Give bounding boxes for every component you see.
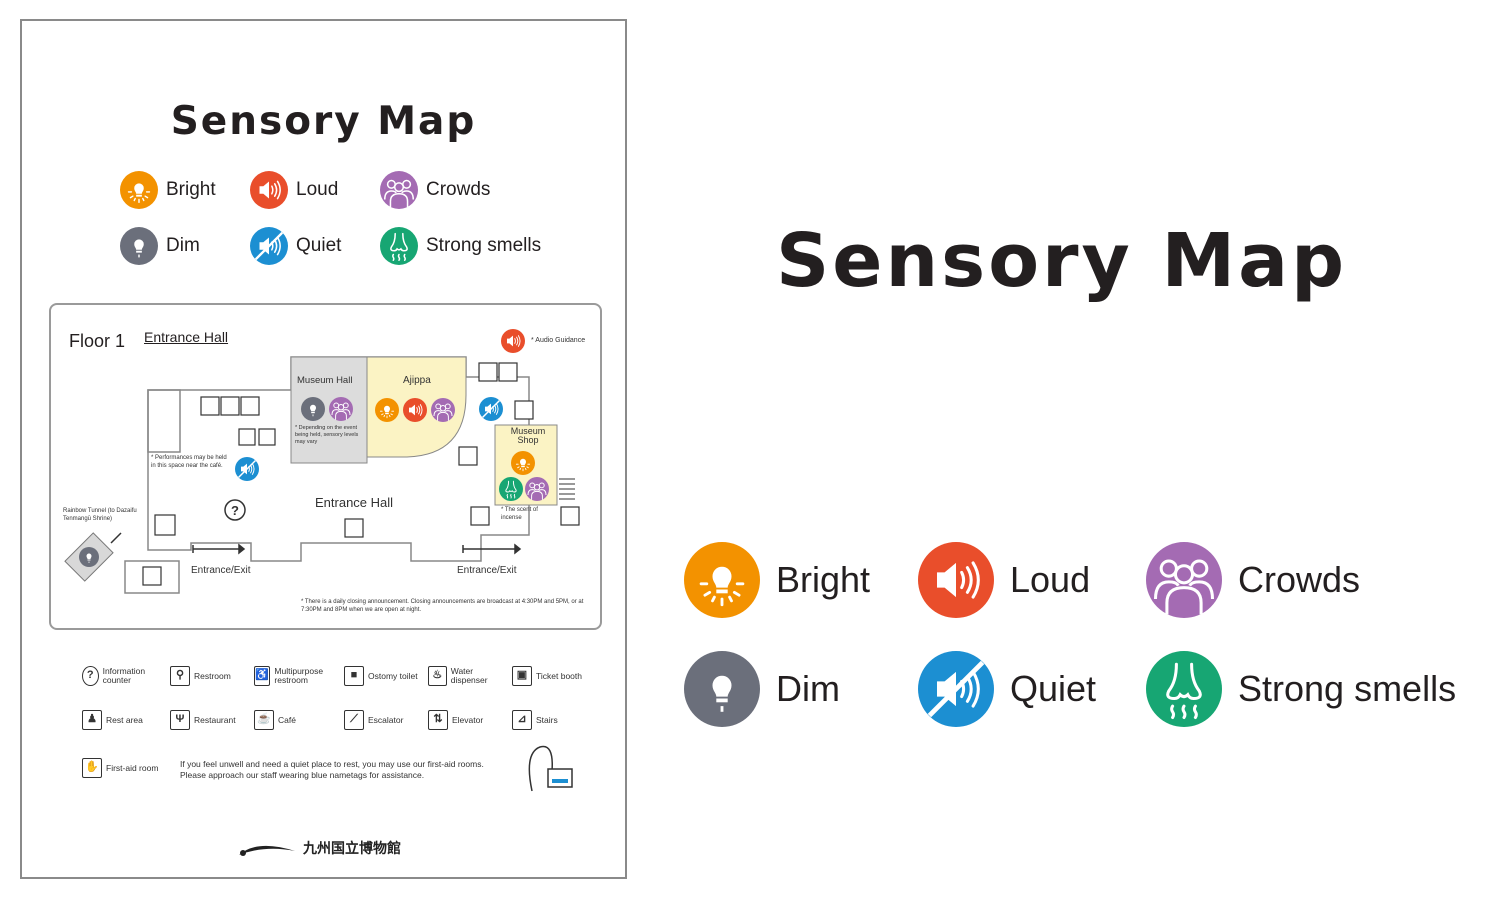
key-firstaid: ✋First-aid room — [82, 758, 172, 778]
museum-hall-label: Museum Hall — [297, 375, 353, 386]
main-title: Sensory Map — [776, 218, 1348, 304]
big-legend-bright: Bright — [684, 542, 870, 618]
key-restroom: ⚲Restroom — [170, 666, 250, 686]
key-stairs: ⊿Stairs — [512, 710, 592, 730]
ticket-booth-icon: ▣ — [512, 666, 532, 686]
rainbow-tunnel-label: Rainbow Tunnel (to Dazaifu Tenmangū Shri… — [63, 508, 137, 522]
key-multipurpose: ♿Multipurpose restroom — [254, 666, 324, 686]
incense-note: * The scent of incense — [501, 507, 538, 521]
svg-text:?: ? — [231, 503, 239, 518]
crowd-icon — [380, 171, 418, 209]
performances-note: * Performances may be held in this space… — [151, 455, 227, 469]
speaker-loud-icon — [918, 542, 994, 618]
legend-strong-smells: Strong smells — [380, 227, 541, 265]
legend-loud: Loud — [250, 171, 338, 209]
key-ostomy: ■Ostomy toilet — [344, 666, 424, 686]
key-rest: ♟Rest area — [82, 710, 162, 730]
closing-note: * There is a daily closing announcement.… — [301, 599, 584, 613]
ostomy-icon: ■ — [344, 666, 364, 686]
fork-knife-icon: Ψ — [170, 710, 190, 730]
legend-bright: Bright — [120, 171, 216, 209]
ajippa-bright-icon — [375, 398, 399, 422]
ajippa-loud-icon — [403, 398, 427, 422]
floor-subtitle: Entrance Hall — [144, 329, 229, 345]
museum-shop-label: Museum Shop — [510, 426, 546, 446]
speaker-loud-icon — [250, 171, 288, 209]
museum-hall-dim-icon — [301, 397, 325, 421]
key-water: ♨Water dispenser — [428, 666, 508, 686]
first-aid-hand-icon: ✋ — [82, 758, 102, 778]
museum-hall-note: * Depending on the event being held, sen… — [295, 425, 359, 445]
big-legend-strong-smells: Strong smells — [1146, 651, 1456, 727]
coffee-cup-icon: ☕ — [254, 710, 274, 730]
tunnel-dim-icon — [79, 547, 99, 567]
escalator-icon: ⟋ — [344, 710, 364, 730]
sensory-map-poster: Sensory Map Bright Loud Crowds Dim Quiet… — [20, 19, 627, 879]
big-legend-quiet: Quiet — [918, 651, 1096, 727]
crowd-icon — [1146, 542, 1222, 618]
shop-crowd-icon — [525, 477, 549, 501]
corridor-quiet-icon — [479, 397, 503, 421]
entrance-hall-label: Entrance Hall — [315, 495, 394, 510]
wheelchair-icon: ♿ — [254, 666, 271, 686]
cafe-quiet-icon — [235, 457, 259, 481]
dim-bulb-icon — [684, 651, 760, 727]
entrance-exit-right: Entrance/Exit — [457, 565, 517, 576]
key-ticket: ▣Ticket booth — [512, 666, 592, 686]
nose-smell-icon — [1146, 651, 1222, 727]
museum-hall-crowd-icon — [329, 397, 353, 421]
shop-bright-icon — [511, 451, 535, 475]
stairs-icon: ⊿ — [512, 710, 532, 730]
nose-smell-icon — [380, 227, 418, 265]
key-elevator: ⇅Elevator — [428, 710, 508, 730]
light-bulb-icon — [120, 171, 158, 209]
floor-title: Floor 1 — [69, 331, 126, 351]
shop-smell-icon — [499, 477, 523, 501]
museum-wave-logo-icon — [239, 845, 295, 856]
big-legend-crowds: Crowds — [1146, 542, 1360, 618]
light-bulb-icon — [684, 542, 760, 618]
museum-logo: 九州国立博物館 — [237, 837, 401, 859]
rest-area-icon: ♟ — [82, 710, 102, 730]
audio-guidance-loud-icon — [501, 329, 525, 353]
speaker-muted-icon — [918, 651, 994, 727]
legend-quiet: Quiet — [250, 227, 341, 265]
restroom-icon: ⚲ — [170, 666, 190, 686]
nametag-icon — [528, 745, 573, 792]
poster-title: Sensory Map — [170, 99, 477, 144]
dim-bulb-icon — [120, 227, 158, 265]
audio-guidance-note: * Audio Guidance — [531, 337, 586, 344]
elevator-icon: ⇅ — [428, 710, 448, 730]
key-escalator: ⟋Escalator — [344, 710, 424, 730]
legend-crowds: Crowds — [380, 171, 490, 209]
legend-dim: Dim — [120, 227, 200, 265]
key-information: ?Information counter — [82, 666, 162, 686]
water-dispenser-icon: ♨ — [428, 666, 447, 686]
museum-name: 九州国立博物館 — [303, 841, 401, 857]
ajippa-crowd-icon — [431, 398, 455, 422]
ajippa-label: Ajippa — [403, 375, 431, 386]
big-legend-loud: Loud — [918, 542, 1090, 618]
big-legend-dim: Dim — [684, 651, 840, 727]
question-icon: ? — [82, 666, 99, 686]
firstaid-info: If you feel unwell and need a quiet plac… — [180, 759, 484, 781]
floor-plan: ? Floor 1 Entrance Hall * Audio Guidance… — [49, 303, 602, 630]
floor-plan-drawing: ? — [64, 329, 580, 594]
key-cafe: ☕Café — [254, 710, 334, 730]
speaker-muted-icon — [250, 227, 288, 265]
entrance-exit-left: Entrance/Exit — [191, 565, 251, 576]
